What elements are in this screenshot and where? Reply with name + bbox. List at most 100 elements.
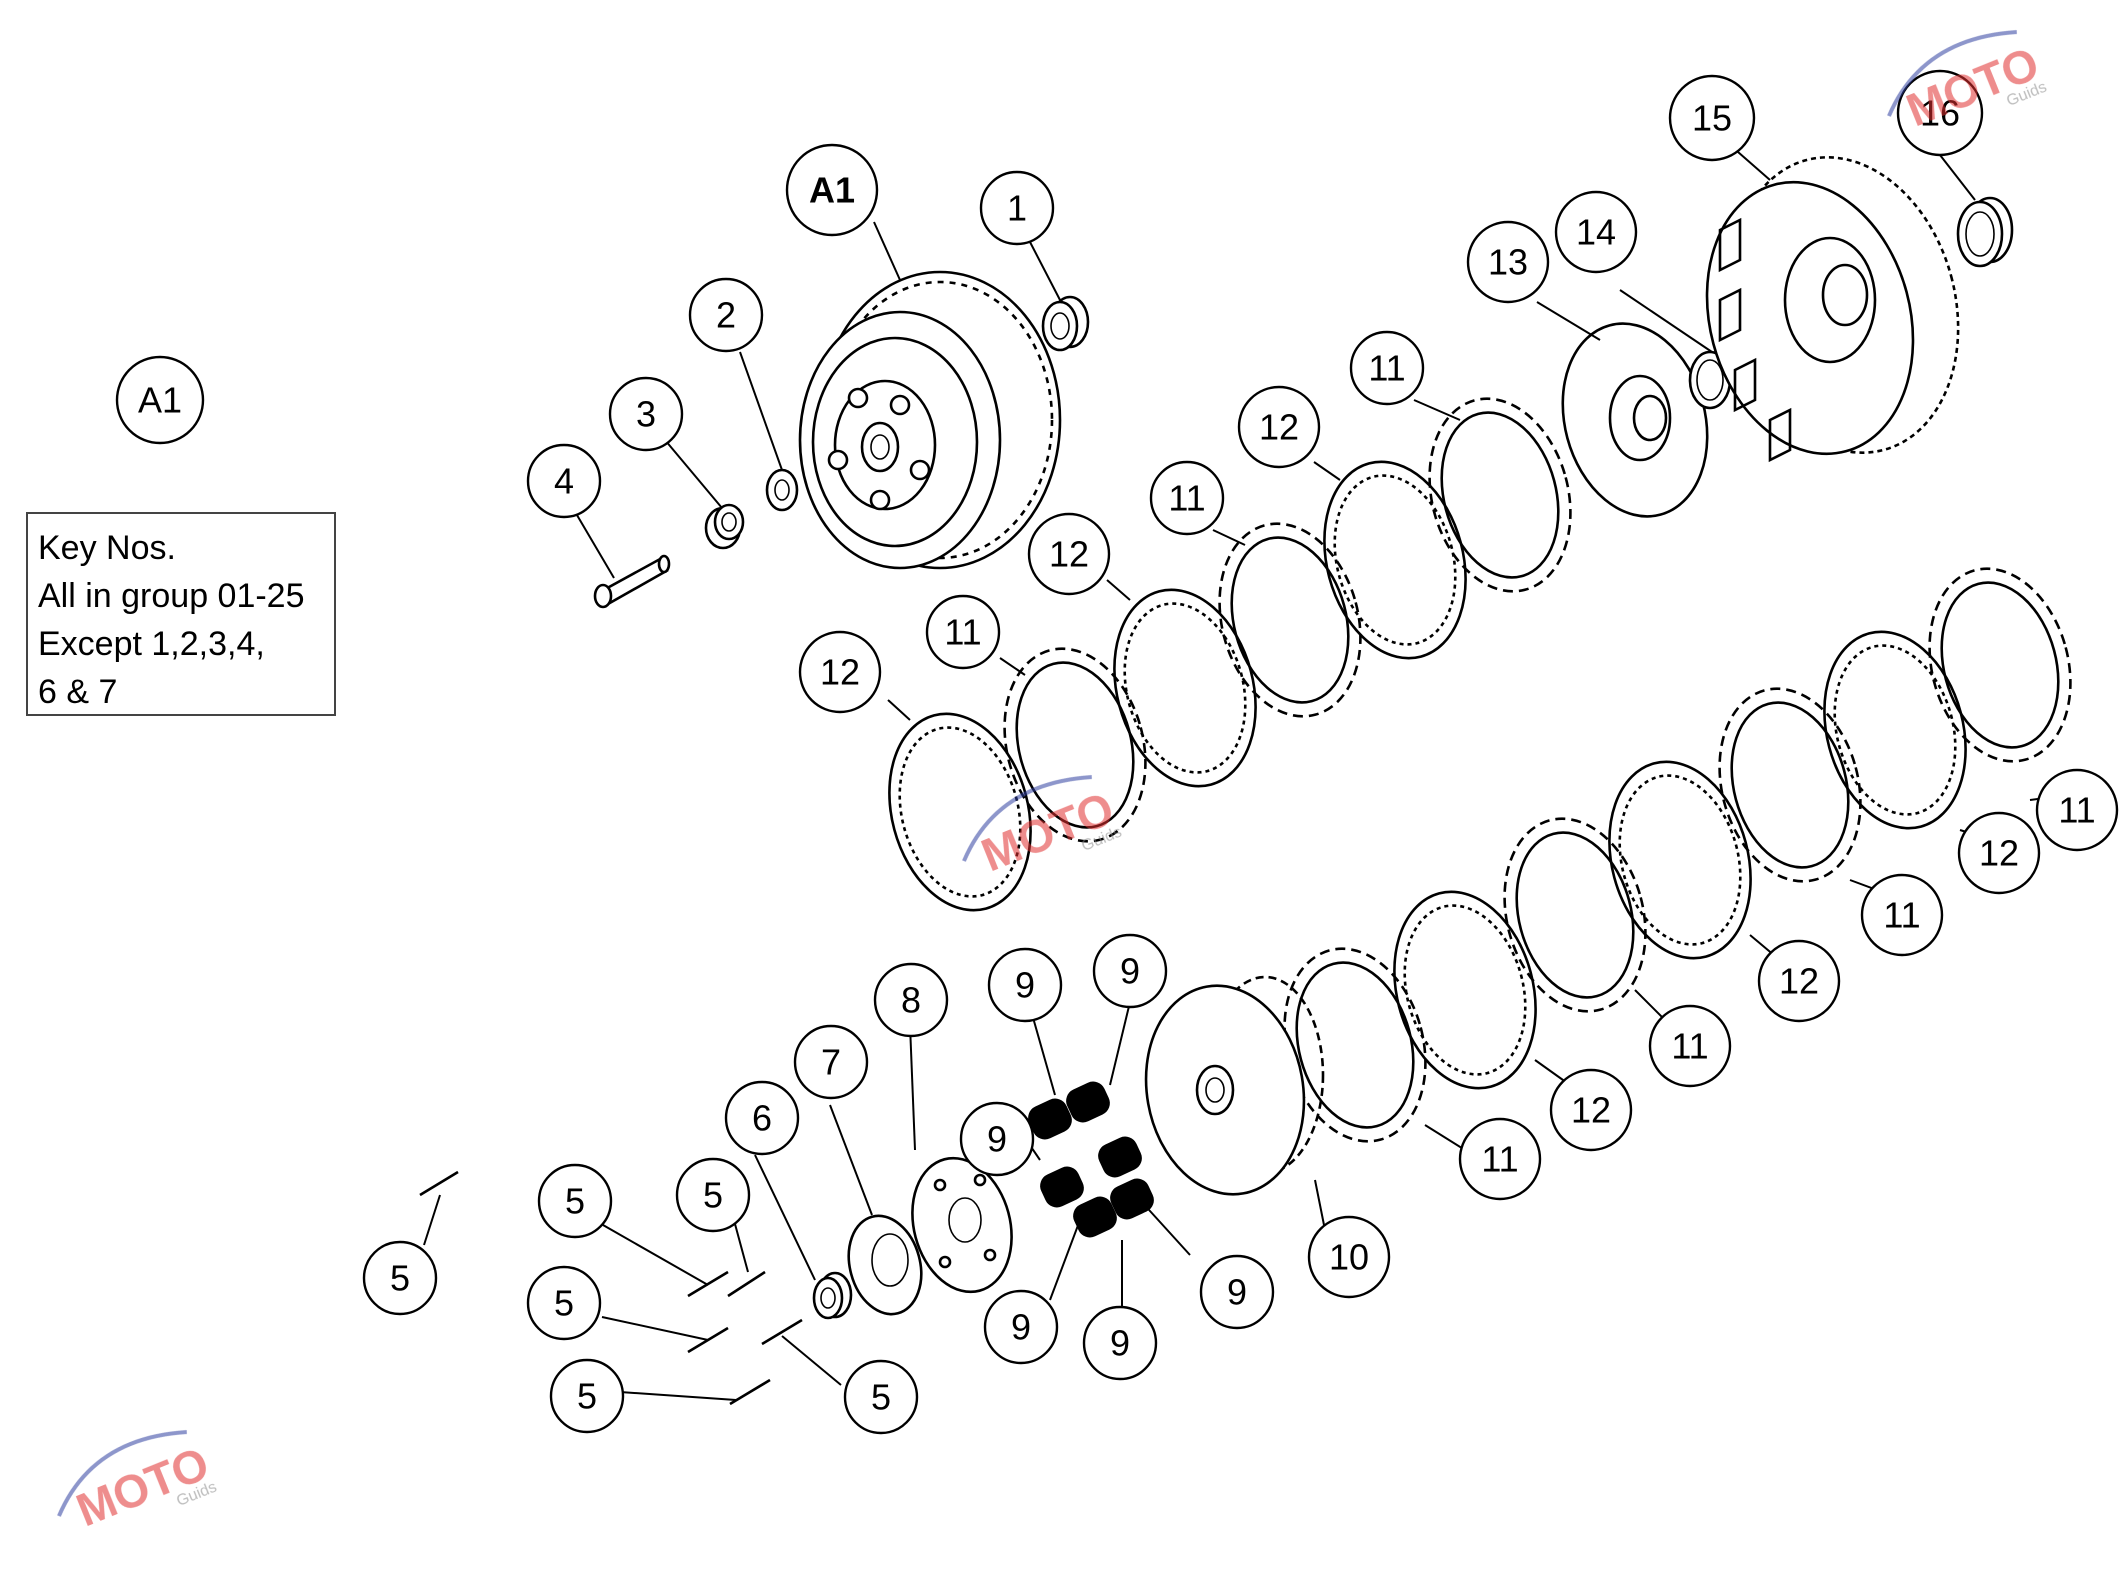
callout-label: 16 — [1920, 93, 1960, 134]
callout-c12a: 12 — [798, 630, 882, 714]
watermark-logo: MOTO Guids — [57, 1430, 219, 1536]
callout-label: 5 — [554, 1283, 574, 1324]
washer-part-2 — [765, 468, 799, 512]
plate-12-b — [1113, 588, 1257, 788]
callout-label: 11 — [1168, 478, 1205, 519]
key-line-3: Except 1,2,3,4, — [38, 625, 265, 663]
watermark-logo: MOTO Guids — [962, 775, 1124, 881]
callout-label: 3 — [636, 394, 656, 435]
callout-circle — [688, 277, 764, 353]
callout-c9c: 9 — [959, 1101, 1035, 1177]
plate-11-g — [1928, 567, 2072, 763]
callout-c12e: 12 — [1757, 939, 1841, 1023]
callout-c14: 14 — [1554, 190, 1638, 274]
pressure-plate-part-10 — [1144, 975, 1325, 1196]
callout-circle — [1896, 69, 1984, 157]
callout-circle — [675, 1157, 751, 1233]
callout-label: 12 — [1779, 961, 1819, 1002]
callout-label: 11 — [1671, 1026, 1708, 1067]
callout-c2: 2 — [688, 277, 764, 353]
callout-c9e: 9 — [983, 1289, 1059, 1365]
callout-a1-ref: A1 — [115, 355, 205, 445]
callout-c5d: 5 — [526, 1265, 602, 1341]
callout-circle — [959, 1101, 1035, 1177]
callout-circle — [1549, 1068, 1633, 1152]
plate-12-e — [1608, 760, 1752, 960]
callout-circle — [1027, 512, 1111, 596]
callout-circle — [798, 630, 882, 714]
callout-label: 10 — [1329, 1237, 1369, 1278]
springs-part-9 — [1028, 1081, 1154, 1238]
callout-label: 11 — [1481, 1139, 1518, 1180]
callout-c12c: 12 — [1237, 385, 1321, 469]
callout-label: 15 — [1692, 98, 1732, 139]
callout-circle — [1957, 811, 2041, 895]
callout-label: 9 — [987, 1119, 1007, 1160]
callout-label: 5 — [577, 1376, 597, 1417]
callout-circle — [1466, 220, 1550, 304]
callout-c9d: 9 — [1199, 1254, 1275, 1330]
callout-c5f: 5 — [843, 1359, 919, 1435]
callout-label: 1 — [1007, 188, 1027, 229]
callout-label: 11 — [944, 612, 981, 653]
nut-part-3 — [704, 503, 745, 550]
callout-circle — [983, 1289, 1059, 1365]
callout-label: 6 — [752, 1098, 772, 1139]
callout-c5a: 5 — [362, 1240, 438, 1316]
bolt-part-4 — [593, 554, 671, 609]
callout-label: 4 — [554, 461, 574, 502]
callout-label: A1 — [809, 170, 855, 211]
callout-label: 8 — [901, 980, 921, 1021]
callout-circle — [115, 355, 205, 445]
callout-label: 9 — [1120, 951, 1140, 992]
callout-label: A1 — [138, 380, 182, 421]
callout-label: 14 — [1576, 212, 1616, 253]
callout-c11d: 11 — [2035, 768, 2119, 852]
callout-circle — [1307, 1215, 1391, 1299]
callout-label: 12 — [820, 652, 860, 693]
callout-circle — [1082, 1305, 1158, 1381]
callout-circle — [1648, 1004, 1732, 1088]
key-line-1: Key Nos. — [38, 529, 176, 567]
callout-circle — [1149, 460, 1225, 536]
callout-c6: 6 — [724, 1080, 800, 1156]
callout-circle — [526, 443, 602, 519]
callout-label: 12 — [1259, 407, 1299, 448]
callout-c9f: 9 — [1082, 1305, 1158, 1381]
callout-c12d: 12 — [1957, 811, 2041, 895]
callout-c5c: 5 — [675, 1157, 751, 1233]
callout-circle — [1757, 939, 1841, 1023]
callout-label: 11 — [1368, 348, 1405, 389]
callout-c12b: 12 — [1027, 512, 1111, 596]
callout-label: 9 — [1110, 1323, 1130, 1364]
callout-label: 5 — [703, 1175, 723, 1216]
callout-circle — [549, 1358, 625, 1434]
callout-a1-assembly: A1 — [785, 143, 879, 237]
callout-circle — [1860, 873, 1944, 957]
callout-circle — [1237, 385, 1321, 469]
callout-c11e: 11 — [1860, 873, 1944, 957]
callout-label: 9 — [1015, 965, 1035, 1006]
callout-circle — [2035, 768, 2119, 852]
callout-label: 11 — [1883, 895, 1920, 936]
callout-c8: 8 — [873, 962, 949, 1038]
callout-label: 11 — [2058, 790, 2095, 831]
bush-part-1 — [1041, 295, 1090, 352]
callout-circle — [608, 376, 684, 452]
callout-circle — [785, 143, 879, 237]
callout-circle — [925, 594, 1001, 670]
callout-c9b: 9 — [1092, 933, 1168, 1009]
plate-11-f — [1718, 687, 1862, 883]
callout-c16: 16 — [1896, 69, 1984, 157]
callout-label: 13 — [1488, 242, 1528, 283]
callout-c13: 13 — [1466, 220, 1550, 304]
callout-label: 5 — [390, 1258, 410, 1299]
key-notes-box: Key Nos. All in group 01-25 Except 1,2,3… — [26, 512, 336, 716]
callout-label: 7 — [821, 1042, 841, 1083]
plate-11-b — [1218, 522, 1362, 718]
callout-c3: 3 — [608, 376, 684, 452]
callout-c11c: 11 — [1349, 330, 1425, 406]
callout-c5b: 5 — [537, 1163, 613, 1239]
